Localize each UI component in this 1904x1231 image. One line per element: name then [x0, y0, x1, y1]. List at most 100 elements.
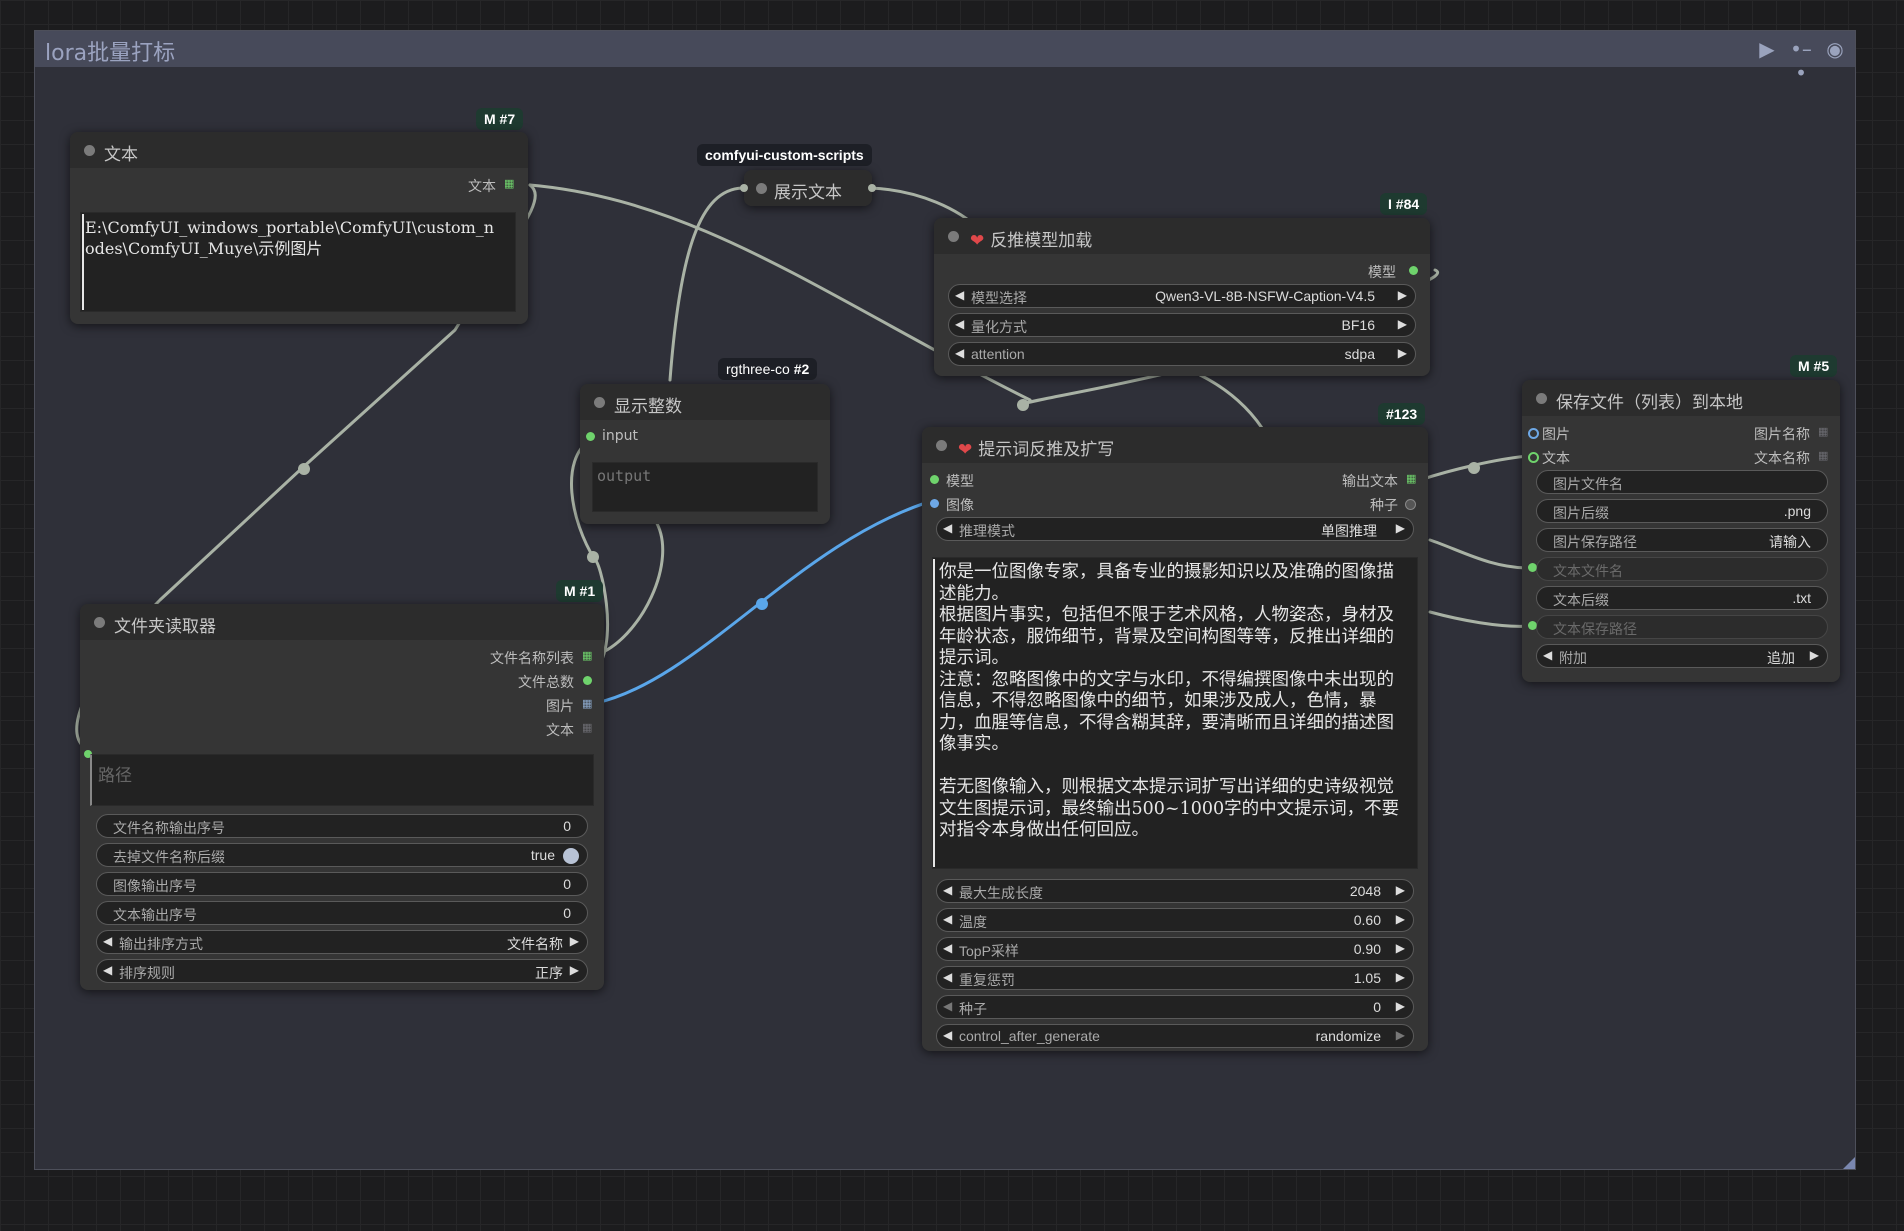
widget-max-length[interactable]: ◀ 最大生成长度 2048 ▶ [936, 879, 1414, 903]
show-text-node[interactable]: 展示文本 [740, 170, 876, 206]
decrement-arrow[interactable]: ◀ [955, 288, 965, 302]
input-slot[interactable] [930, 475, 939, 484]
collapse-dot[interactable] [94, 617, 105, 628]
input-slot[interactable] [930, 499, 939, 508]
output-slot[interactable] [868, 184, 876, 192]
node-title-bar[interactable]: 文件夹读取器 [80, 604, 604, 640]
increment-arrow[interactable]: ▶ [1395, 970, 1405, 984]
path-input[interactable]: 路径 [90, 754, 594, 806]
widget-image-suffix[interactable]: 图片后缀 .png [1536, 499, 1828, 523]
folder-reader-node[interactable]: 文件夹读取器 文件名称列表 ▦ 文件总数 图片 ▦ 文本 ▦ 路径 文件名称输出… [80, 604, 604, 990]
widget-sort-mode[interactable]: ◀ 输出排序方式 文件名称 ▶ [96, 930, 588, 954]
collapse-dot[interactable] [594, 397, 605, 408]
widget-repeat-penalty[interactable]: ◀ 重复惩罚 1.05 ▶ [936, 966, 1414, 990]
decrement-arrow[interactable]: ◀ [943, 883, 953, 897]
text-node[interactable]: 文本 文本 ▦ E:\ComfyUI_windows_portable\Comf… [70, 132, 528, 324]
decrement-arrow[interactable]: ◀ [943, 999, 953, 1013]
decrement-arrow[interactable]: ◀ [955, 317, 965, 331]
list-output-icon[interactable]: ▦ [1406, 472, 1417, 485]
input-slot[interactable] [84, 750, 92, 758]
prompt-textarea[interactable]: 你是一位图像专家，具备专业的摄影知识以及准确的图像描述能力。 根据图片事实，包括… [932, 557, 1418, 869]
decrement-arrow[interactable]: ◀ [1543, 648, 1553, 662]
increment-arrow[interactable]: ▶ [1809, 648, 1819, 662]
node-title-bar[interactable]: 显示整数 [580, 384, 830, 420]
increment-arrow[interactable]: ▶ [1395, 521, 1405, 535]
collapse-dot[interactable] [84, 145, 95, 156]
play-icon[interactable]: ▶ [1759, 37, 1775, 61]
group-resize-handle[interactable] [1843, 1157, 1855, 1169]
link-toggle-icon[interactable]: •–• [1790, 37, 1812, 85]
decrement-arrow[interactable]: ◀ [943, 521, 953, 535]
list-output-icon[interactable]: ▦ [582, 697, 593, 710]
widget-sort-order[interactable]: ◀ 排序规则 正序 ▶ [96, 959, 588, 983]
save-file-node[interactable]: 保存文件（列表）到本地 图片 文本 图片名称 ▦ 文本名称 ▦ 图片文件名 图片… [1522, 380, 1840, 682]
input-slot[interactable] [586, 432, 595, 441]
increment-arrow[interactable]: ▶ [1395, 999, 1405, 1013]
widget-control-after-generate[interactable]: ◀ control_after_generate randomize ▶ [936, 1024, 1414, 1048]
widget-image-save-path[interactable]: 图片保存路径 请输入 [1536, 528, 1828, 552]
widget-attention[interactable]: ◀ attention sdpa ▶ [948, 342, 1416, 366]
widget-text-index[interactable]: 文本输出序号 0 [96, 901, 588, 925]
increment-arrow[interactable]: ▶ [1395, 883, 1405, 897]
widget-image-filename[interactable]: 图片文件名 [1536, 470, 1828, 494]
widget-top-p[interactable]: ◀ TopP采样 0.90 ▶ [936, 937, 1414, 961]
widget-inference-mode[interactable]: ◀ 推理模式 单图推理 ▶ [936, 517, 1414, 541]
toggle-knob[interactable] [563, 848, 579, 864]
increment-arrow[interactable]: ▶ [1395, 912, 1405, 926]
list-output-icon[interactable]: ▦ [1818, 425, 1829, 438]
increment-arrow[interactable]: ▶ [1397, 346, 1407, 360]
list-output-icon[interactable]: ▦ [1818, 449, 1829, 462]
decrement-arrow[interactable]: ◀ [955, 346, 965, 360]
decrement-arrow[interactable]: ◀ [103, 963, 113, 977]
list-output-icon[interactable]: ▦ [504, 177, 515, 190]
group-title-bar[interactable]: lora批量打标 ▶ •–• ◉ [35, 31, 1855, 85]
node-title-bar[interactable]: ❤提示词反推及扩写 [922, 427, 1428, 463]
list-output-icon[interactable]: ▦ [582, 721, 593, 734]
input-slot[interactable] [1528, 428, 1539, 439]
node-title-bar[interactable]: ❤反推模型加载 [934, 218, 1430, 254]
widget-model-select[interactable]: ◀ 模型选择 Qwen3-VL-8B-NSFW-Caption-V4.5 ▶ [948, 284, 1416, 308]
decrement-arrow[interactable]: ◀ [943, 941, 953, 955]
widget-seed[interactable]: ◀ 种子 0 ▶ [936, 995, 1414, 1019]
output-slot[interactable] [1405, 499, 1416, 510]
node-title-bar[interactable]: 文本 [70, 132, 528, 168]
collapse-dot[interactable] [756, 183, 767, 194]
widget-file-name-index[interactable]: 文件名称输出序号 0 [96, 814, 588, 838]
widget-append-mode[interactable]: ◀ 附加 追加 ▶ [1536, 644, 1828, 668]
node-title-bar[interactable]: 展示文本 [744, 170, 872, 206]
decrement-arrow[interactable]: ◀ [103, 934, 113, 948]
widget-text-suffix[interactable]: 文本后缀 .txt [1536, 586, 1828, 610]
eye-icon[interactable]: ◉ [1826, 37, 1844, 61]
increment-arrow[interactable]: ▶ [569, 963, 579, 977]
widget-temperature[interactable]: ◀ 温度 0.60 ▶ [936, 908, 1414, 932]
widget-text-save-path[interactable]: 文本保存路径 [1536, 615, 1828, 639]
decrement-arrow[interactable]: ◀ [943, 912, 953, 926]
widget-value: 0 [563, 818, 571, 834]
input-slot[interactable] [740, 184, 748, 192]
list-output-icon[interactable]: ▦ [582, 649, 593, 662]
decrement-arrow[interactable]: ◀ [943, 970, 953, 984]
increment-arrow[interactable]: ▶ [1395, 1028, 1405, 1042]
output-slot[interactable] [1409, 266, 1418, 275]
increment-arrow[interactable]: ▶ [1397, 288, 1407, 302]
input-slot[interactable] [1528, 563, 1537, 572]
collapse-dot[interactable] [1536, 393, 1547, 404]
node-title-bar[interactable]: 保存文件（列表）到本地 [1522, 380, 1840, 416]
widget-image-index[interactable]: 图像输出序号 0 [96, 872, 588, 896]
input-slot[interactable] [1528, 621, 1537, 630]
text-content[interactable]: E:\ComfyUI_windows_portable\ComfyUI\cust… [80, 212, 516, 312]
collapse-dot[interactable] [948, 231, 959, 242]
collapse-dot[interactable] [936, 440, 947, 451]
widget-text-filename[interactable]: 文本文件名 [1536, 557, 1828, 581]
show-int-node[interactable]: 显示整数 input output [580, 384, 830, 524]
increment-arrow[interactable]: ▶ [1395, 941, 1405, 955]
increment-arrow[interactable]: ▶ [569, 934, 579, 948]
output-slot[interactable] [583, 676, 592, 685]
prompt-node[interactable]: ❤提示词反推及扩写 模型 图像 输出文本 ▦ 种子 ◀ 推理模式 单图推理 ▶ … [922, 427, 1428, 1051]
widget-quantization[interactable]: ◀ 量化方式 BF16 ▶ [948, 313, 1416, 337]
increment-arrow[interactable]: ▶ [1397, 317, 1407, 331]
widget-strip-extension[interactable]: 去掉文件名称后缀 true [96, 843, 588, 867]
decrement-arrow[interactable]: ◀ [943, 1028, 953, 1042]
model-loader-node[interactable]: ❤反推模型加载 模型 ◀ 模型选择 Qwen3-VL-8B-NSFW-Capti… [934, 218, 1430, 376]
input-slot[interactable] [1528, 452, 1539, 463]
